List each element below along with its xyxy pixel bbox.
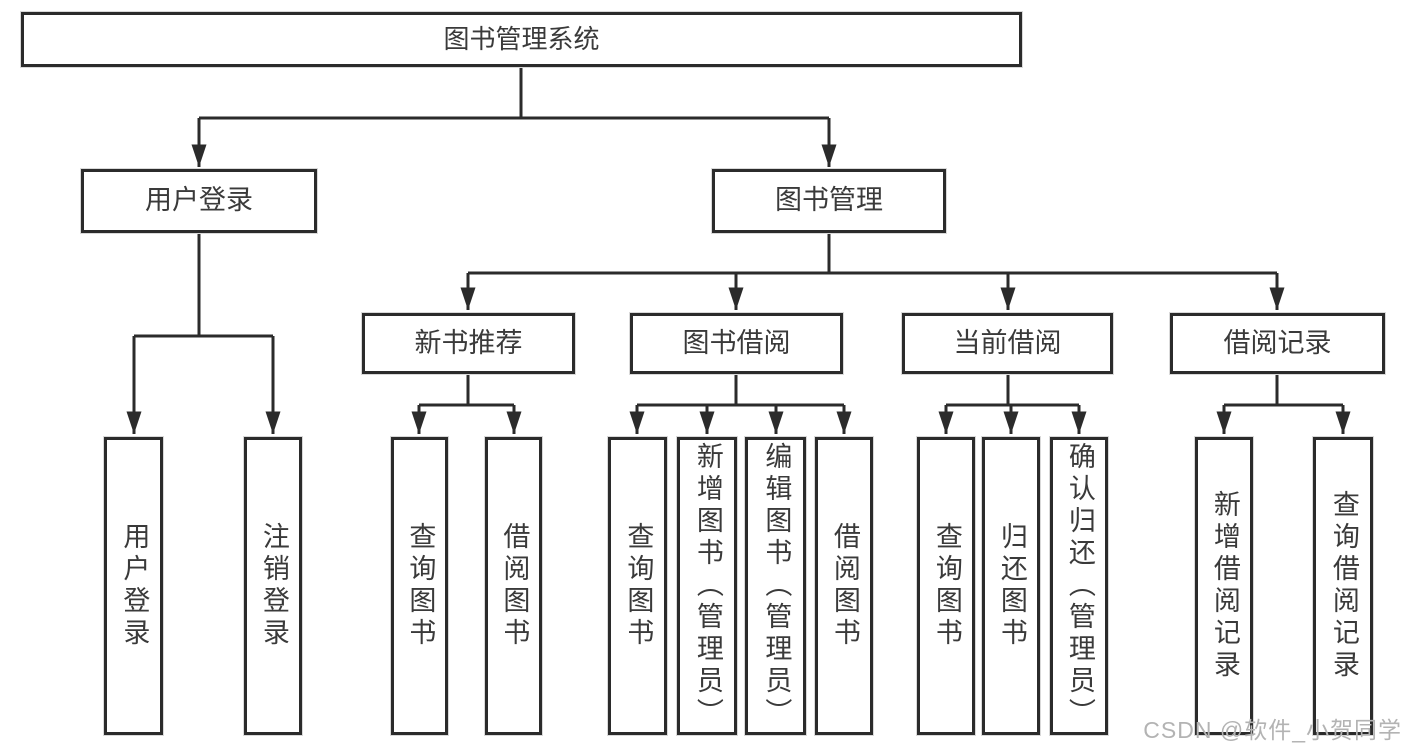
leaf-borrowing-query-books: 查询图书 <box>608 437 667 735</box>
csdn-watermark: CSDN @软件_小贺同学 <box>1143 717 1402 743</box>
leaf-confirm-return-admin: 确认归还（管理员） <box>1050 437 1108 735</box>
leaf-query-borrow-record: 查询借阅记录 <box>1313 437 1373 735</box>
leaf-current-query-books: 查询图书 <box>917 437 975 735</box>
leaf-return-books: 归还图书 <box>982 437 1040 735</box>
leaf-borrowing-borrow-books: 借阅图书 <box>815 437 873 735</box>
leaf-recommend-query-books: 查询图书 <box>391 437 448 735</box>
node-user-login: 用户登录 <box>81 169 317 233</box>
leaf-edit-books-admin: 编辑图书（管理员） <box>745 437 806 735</box>
leaf-logout: 注销登录 <box>244 437 302 735</box>
node-book-management: 图书管理 <box>712 169 946 233</box>
node-current-borrowing: 当前借阅 <box>902 313 1113 374</box>
leaf-add-books-admin: 新增图书（管理员） <box>677 437 737 735</box>
node-book-borrowing: 图书借阅 <box>630 313 843 374</box>
node-book-management-system: 图书管理系统 <box>21 12 1022 67</box>
leaf-add-borrow-record: 新增借阅记录 <box>1195 437 1253 735</box>
connector-arrows <box>126 118 1351 434</box>
node-borrowing-records: 借阅记录 <box>1170 313 1385 374</box>
node-new-book-recommend: 新书推荐 <box>362 313 575 374</box>
connector-trunks <box>134 67 1343 407</box>
leaf-user-login: 用户登录 <box>104 437 163 735</box>
leaf-recommend-borrow-books: 借阅图书 <box>485 437 542 735</box>
